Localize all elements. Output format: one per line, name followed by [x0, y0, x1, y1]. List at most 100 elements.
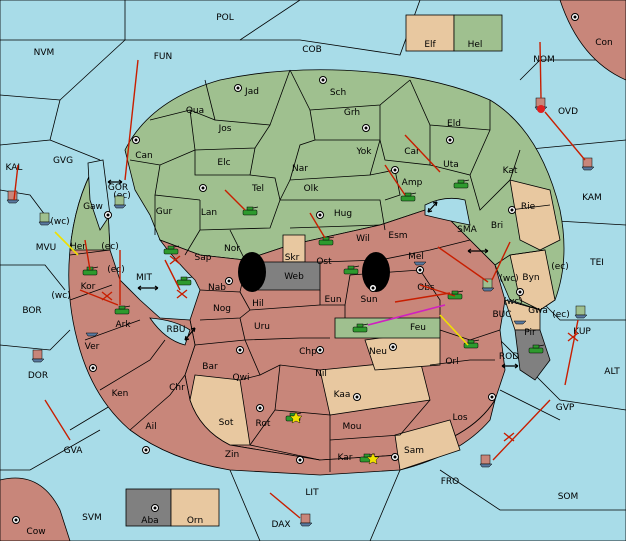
label-kat: Kat	[503, 166, 518, 176]
label-nvm: NVM	[34, 48, 55, 58]
label-sma: SMA	[457, 225, 477, 235]
label-dax: DAX	[271, 520, 290, 530]
supply-center-icon	[416, 266, 424, 274]
label-skr: Skr	[285, 253, 300, 263]
supply-center-icon	[142, 446, 150, 454]
legend-bottom-left-label: Aba	[141, 516, 158, 526]
label-kaa: Kaa	[334, 390, 351, 400]
label-tel: Tel	[251, 184, 264, 194]
army-unit	[242, 206, 259, 216]
label-ovd: OVD	[558, 107, 578, 117]
supply-center-icon	[571, 13, 579, 21]
supply-center-icon	[104, 211, 112, 219]
supply-center-icon	[132, 136, 140, 144]
sea-labels: POL NVM FUN COB NOM Con OVD KAL GVG KAM …	[6, 13, 621, 537]
supply-center-icon	[508, 206, 516, 214]
label-mou: Mou	[343, 422, 362, 432]
label-feu: Feu	[410, 323, 426, 333]
order-lines	[13, 41, 586, 519]
label-chp: Chp	[299, 347, 317, 357]
label-sch: Sch	[330, 88, 346, 98]
land-labels: Jad Sch Qua Jos Grh Eld Can Yok Car Elc …	[70, 87, 591, 463]
label-buc-wc: (wc)	[499, 274, 518, 284]
supply-center-icon	[12, 516, 20, 524]
label-ost: Ost	[316, 257, 332, 267]
label-kal: KAL	[6, 163, 23, 173]
label-fun: FUN	[154, 52, 173, 62]
label-uru: Uru	[254, 322, 270, 332]
fleet-unit	[38, 212, 52, 226]
label-gwa: Gwa	[528, 306, 548, 316]
label-eld: Eld	[447, 119, 461, 129]
supply-center-icon	[89, 364, 97, 372]
label-gwa-wc: (wc)	[503, 297, 522, 307]
label-gur: Gur	[156, 207, 173, 217]
label-kor-ec: (ec)	[107, 265, 125, 275]
label-nab: Nab	[208, 283, 226, 293]
dislodged-icon	[537, 105, 545, 113]
label-nil: Nil	[315, 369, 327, 379]
rie-region	[509, 179, 561, 251]
label-rod: ROD	[499, 352, 519, 362]
label-her-ec: (ec)	[101, 242, 119, 252]
fleet-unit	[574, 305, 588, 319]
label-mit: MIT	[136, 273, 152, 283]
label-dor: DOR	[28, 371, 48, 381]
land-borders	[69, 69, 551, 472]
army-unit	[343, 265, 360, 275]
label-nor: Nor	[224, 244, 240, 254]
label-byn-ec: (ec)	[551, 262, 569, 272]
tunnel-east	[362, 252, 390, 292]
label-cob: COB	[302, 45, 322, 55]
supply-center-icon	[199, 184, 207, 192]
label-zin: Zin	[225, 450, 239, 460]
label-car: Car	[404, 147, 420, 157]
label-amp: Amp	[402, 178, 423, 188]
label-nog: Nog	[213, 304, 231, 314]
fleet-unit	[413, 261, 427, 266]
label-grh: Grh	[344, 108, 360, 118]
label-bor: BOR	[22, 306, 41, 316]
label-kam: KAM	[582, 193, 602, 203]
label-con: Con	[595, 38, 613, 48]
army-unit	[163, 245, 180, 255]
label-bar: Bar	[202, 362, 218, 372]
fleet-unit	[6, 190, 20, 204]
legend-bottom-right-label: Orn	[187, 516, 203, 526]
label-mvu-wc: (wc)	[50, 217, 69, 227]
units[interactable]	[6, 97, 595, 527]
fleet-unit	[299, 513, 313, 527]
label-esm: Esm	[388, 231, 407, 241]
gor-inlet	[87, 159, 111, 231]
star-icon	[366, 452, 380, 465]
label-byn: Byn	[522, 273, 539, 283]
label-obs: Obs	[417, 283, 435, 293]
label-her: Her	[70, 242, 86, 252]
label-chr: Chr	[169, 383, 185, 393]
supply-center-icon	[236, 346, 244, 354]
fleet-unit	[513, 320, 527, 325]
label-gor: GOR	[108, 183, 128, 193]
label-elc: Elc	[217, 158, 230, 168]
label-rbu: RBU	[166, 325, 185, 335]
army-unit	[352, 323, 369, 333]
supply-centers	[12, 13, 579, 524]
label-lit: LIT	[305, 488, 319, 498]
feu-region	[334, 317, 441, 339]
legend-bottom: Aba Orn	[125, 488, 220, 527]
label-nar: Nar	[292, 164, 308, 174]
supply-center-icon	[362, 124, 370, 132]
label-qwi: Qwi	[233, 373, 250, 383]
label-web: Web	[284, 272, 304, 282]
label-nom: NOM	[533, 55, 555, 65]
army-unit	[453, 179, 470, 189]
tunnel-west	[238, 252, 266, 292]
label-jad: Jad	[244, 87, 259, 97]
fleet-unit	[113, 195, 127, 209]
label-gvg: GVG	[53, 156, 73, 166]
label-alt: ALT	[604, 367, 620, 377]
label-bri: Bri	[491, 221, 503, 231]
label-neu: Neu	[369, 347, 387, 357]
label-rot: Rot	[256, 419, 271, 429]
